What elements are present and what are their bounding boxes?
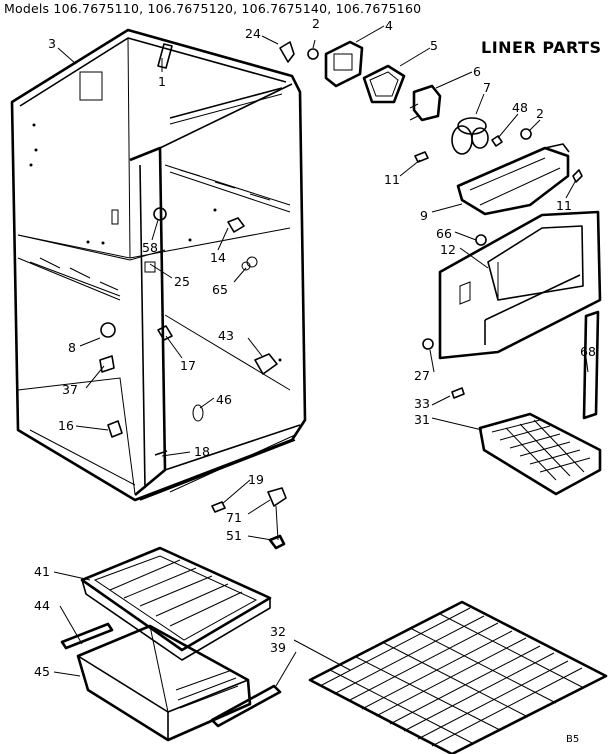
part-24 [279,41,295,63]
part-45 [76,624,252,742]
leader-lines [53,25,589,687]
part-39 [210,684,282,728]
callout-4: 4 [385,18,393,33]
models-header: Models 106.7675110, 106.7675120, 106.767… [4,1,422,16]
callout-39: 39 [270,640,286,655]
part-6 [412,84,442,122]
callout-25: 25 [174,274,190,289]
part-5 [362,64,406,104]
liner-parts-group [211,40,602,550]
callout-58: 58 [142,240,158,255]
callout-5: 5 [430,38,438,53]
part-2a [307,48,319,60]
part-66 [475,234,487,246]
callout-31: 31 [414,412,430,427]
callout-46: 46 [216,392,232,407]
part-11a [414,151,429,163]
callout-6: 6 [473,64,481,79]
part-9 [456,143,570,216]
part-7 [451,117,489,155]
part-31 [478,412,602,496]
part-44 [60,622,114,650]
callout-65: 65 [212,282,228,297]
callout-24: 24 [245,26,261,41]
callout-45: 45 [34,664,50,679]
callout-12: 12 [440,242,456,257]
callout-18: 18 [194,444,210,459]
callout-2-top: 2 [312,16,320,31]
part-2b [520,128,532,140]
callout-7: 7 [483,80,491,95]
part-71-51 [267,487,287,550]
callout-numbers: 3 1 24 2 4 5 6 7 48 2 11 11 9 66 12 68 2… [34,16,596,679]
part-68 [582,310,600,420]
callout-14: 14 [210,250,226,265]
callout-3: 3 [48,36,56,51]
part-32 [308,600,608,754]
callout-71: 71 [226,510,242,525]
callout-27: 27 [414,368,430,383]
part-48 [491,135,503,147]
callout-43: 43 [218,328,234,343]
diagram-title: LINER PARTS [481,38,602,57]
bottom-parts-group [60,546,608,754]
callout-9: 9 [420,208,428,223]
callout-1: 1 [158,74,166,89]
part-19 [211,501,226,513]
callout-11-left: 11 [384,172,400,187]
part-33 [451,387,465,399]
callout-32: 32 [270,624,286,639]
callout-66: 66 [436,226,452,241]
callout-2-right: 2 [536,106,544,121]
page-code: B5 [566,734,580,745]
callout-51: 51 [226,528,242,543]
callout-68: 68 [580,344,596,359]
part-4 [324,40,364,88]
callout-16: 16 [58,418,74,433]
callout-37: 37 [62,382,78,397]
part-12 [438,210,602,360]
liner-cabinet [10,28,307,502]
callout-44: 44 [34,598,50,613]
callout-17: 17 [180,358,196,373]
callout-48: 48 [512,100,528,115]
callout-33: 33 [414,396,430,411]
callout-11-right: 11 [556,198,572,213]
callout-8: 8 [68,340,76,355]
callout-41: 41 [34,564,50,579]
part-11b [572,169,583,183]
callout-19: 19 [248,472,264,487]
part-27 [422,338,434,350]
